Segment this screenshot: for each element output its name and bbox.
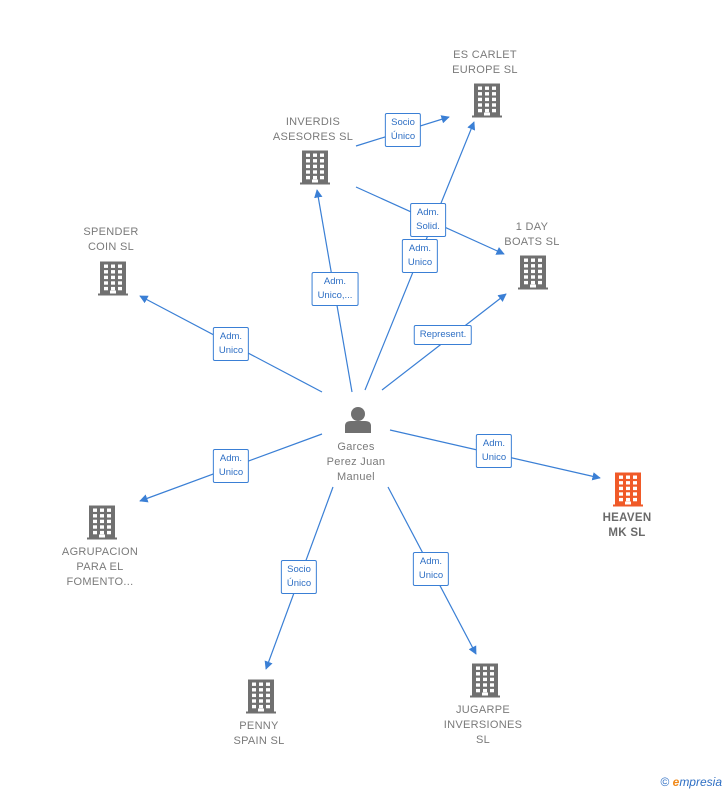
relation-label-center-jugarpe: Adm. Unico (412, 552, 450, 586)
building-icon-heaven[interactable] (613, 472, 643, 507)
brand-initial: e (672, 775, 680, 789)
relation-label-center-inverdis: Adm. Unico,... (311, 272, 359, 306)
company-name-agrupacion[interactable]: AGRUPACION PARA EL FOMENTO... (61, 546, 139, 588)
building-icon-agrupacion[interactable] (87, 505, 117, 540)
company-name-es-carlet[interactable]: ES CARLET EUROPE SL (452, 49, 518, 76)
relation-label-inverdis-one-day-boats: Adm. Solid. (410, 203, 446, 237)
building-icon-spender[interactable] (98, 261, 128, 296)
relation-label-center-heaven: Adm. Unico (475, 434, 513, 468)
relation-label-center-penny: Socio Único (280, 560, 318, 594)
company-name-heaven[interactable]: HEAVEN MK SL (602, 512, 652, 539)
company-name-jugarpe[interactable]: JUGARPE INVERSIONES SL (443, 704, 523, 746)
company-name-inverdis[interactable]: INVERDIS ASESORES SL (272, 116, 354, 143)
copyright-symbol: © (660, 775, 670, 789)
relation-label-center-es-carlet: Adm. Unico (401, 239, 439, 273)
building-icon-one-day-boats[interactable] (518, 255, 548, 290)
company-name-one-day-boats[interactable]: 1 DAY BOATS SL (504, 221, 560, 248)
person-icon[interactable] (345, 407, 371, 433)
building-icon-es-carlet[interactable] (472, 83, 502, 118)
building-icon-penny[interactable] (246, 679, 276, 714)
relation-label-center-agrupacion: Adm. Unico (212, 449, 250, 483)
relation-label-center-spender: Adm. Unico (212, 327, 250, 361)
building-icon-inverdis[interactable] (300, 150, 330, 185)
company-name-spender[interactable]: SPENDER COIN SL (83, 226, 139, 253)
company-name-penny[interactable]: PENNY SPAIN SL (233, 720, 285, 747)
brand-name: mpresia (679, 775, 722, 789)
relation-label-inverdis-es-carlet: Socio Único (384, 113, 422, 147)
person-name[interactable]: Garces Perez Juan Manuel (326, 441, 386, 483)
building-icon-jugarpe[interactable] (470, 663, 500, 698)
relation-label-center-one-day-boats: Represent. (413, 325, 473, 345)
empresia-logo: © empresia (660, 775, 722, 789)
